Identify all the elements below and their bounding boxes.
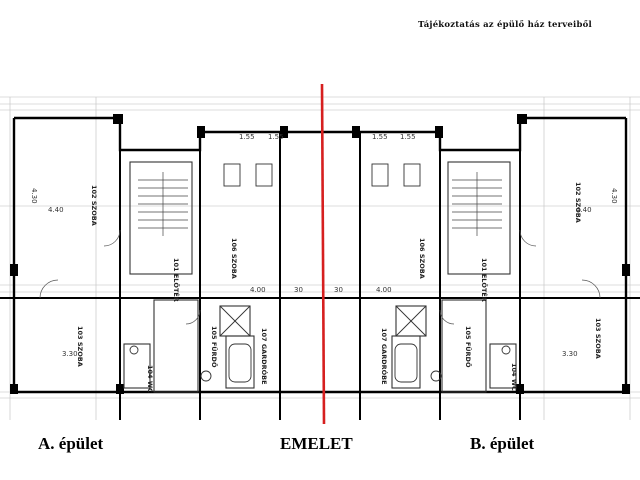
caption-building-b: B. épület (470, 434, 535, 453)
caption-building-a: A. épület (38, 434, 104, 453)
dim-top-right-1: 1.55 (372, 133, 388, 141)
outer-walls (12, 116, 628, 394)
room-label-102-left: 102 SZOBA (90, 185, 98, 226)
dimension-values: 1.55 1.55 1.55 1.55 4.40 4.40 4.00 4.00 … (30, 133, 618, 358)
room-label-106-left: 106 SZOBA (230, 238, 238, 279)
dim-top-left-2: 1.55 (268, 133, 284, 141)
dim-top-right-2: 1.55 (400, 133, 416, 141)
roof-windows (223, 163, 421, 187)
dim-center-1: 30 (294, 286, 303, 294)
room-label-101-left: 101 ELŐTÉR (172, 258, 181, 302)
room-labels: 102 SZOBA 103 SZOBA 104 WC 105 FÜRDŐ 106… (76, 182, 602, 393)
structural-lines (0, 132, 640, 420)
room-label-103-right: 103 SZOBA (594, 318, 602, 359)
room-label-107-left: 107 GARDRÓBE (260, 328, 269, 385)
dim-h-4: 4.00 (376, 286, 392, 294)
room-label-107-right: 107 GARDRÓBE (380, 328, 389, 385)
room-label-105-right: 105 FÜRDŐ (464, 326, 473, 368)
dim-h-3: 4.00 (250, 286, 266, 294)
dim-h-1: 4.40 (48, 206, 64, 214)
room-label-104-left: 104 WC (146, 365, 154, 393)
staircase-right (452, 172, 502, 236)
staircase-left (138, 172, 188, 236)
dim-v-2: 4.30 (610, 188, 618, 204)
dim-h-6: 3.30 (562, 350, 578, 358)
caption-floor: EMELET (280, 434, 353, 453)
dimension-lines (0, 96, 640, 420)
wall-pillars (10, 114, 630, 394)
interior-walls (123, 161, 517, 393)
dim-center-2: 30 (334, 286, 343, 294)
dim-v-1: 4.30 (30, 188, 38, 204)
room-label-101-right: 101 ELŐTÉR (480, 258, 489, 302)
header-title: Tájékoztatás az épülő ház terveiből (418, 20, 592, 30)
room-label-104-right: 104 WC (510, 363, 518, 391)
room-label-102-right: 102 SZOBA (574, 182, 582, 223)
center-divider-line (320, 83, 326, 425)
bath-fixtures (129, 305, 511, 383)
room-label-103-left: 103 SZOBA (76, 326, 84, 367)
dim-top-left-1: 1.55 (239, 133, 255, 141)
room-label-106-right: 106 SZOBA (418, 238, 426, 279)
room-label-105-left: 105 FÜRDŐ (210, 326, 219, 368)
dim-h-2: 4.40 (576, 206, 592, 214)
door-swings (39, 229, 601, 325)
dim-h-5: 3.30 (62, 350, 78, 358)
